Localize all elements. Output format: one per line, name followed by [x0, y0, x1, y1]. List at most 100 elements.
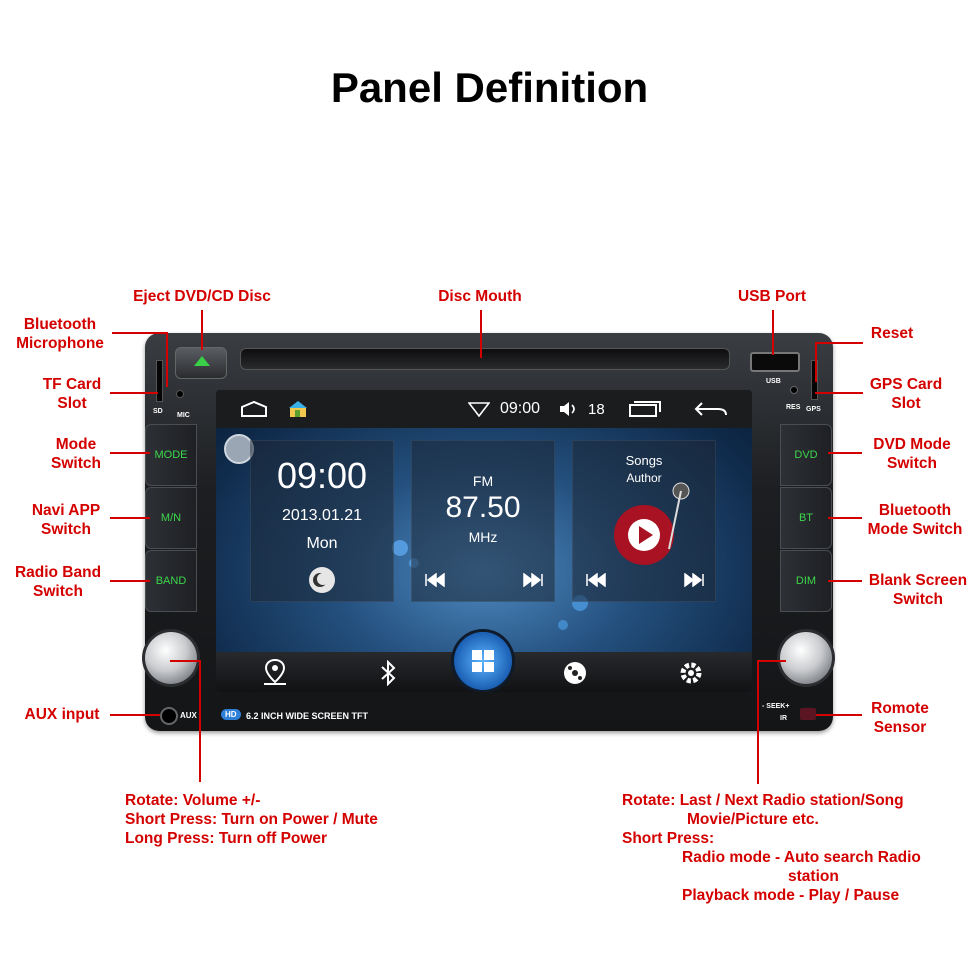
- mode-button[interactable]: MODE: [145, 424, 197, 486]
- callout-line: [170, 660, 200, 662]
- callout-line: [110, 580, 150, 582]
- callout-line: [480, 310, 482, 358]
- label-disc-mouth: Disc Mouth: [438, 288, 522, 305]
- label-mode-2: Switch: [51, 455, 101, 472]
- note-seek-short: Short Press:: [622, 830, 715, 847]
- next-icon[interactable]: [683, 573, 705, 587]
- disc-slot: [240, 348, 730, 370]
- label-aux: AUX input: [24, 706, 100, 723]
- callout-line: [112, 332, 167, 334]
- next-icon[interactable]: [522, 573, 544, 587]
- music-author: Author: [626, 471, 662, 485]
- seek-knob[interactable]: [780, 632, 832, 684]
- microphone-hole: [176, 390, 184, 398]
- ir-sensor: [800, 708, 816, 720]
- dim-button[interactable]: DIM: [780, 550, 832, 612]
- res-tag: RES: [786, 404, 801, 411]
- callout-line: [816, 714, 862, 716]
- label-eject: Eject DVD/CD Disc: [133, 288, 271, 305]
- callout-line: [815, 392, 863, 394]
- navi-button[interactable]: M/N: [145, 487, 197, 549]
- status-bar: 09:00 18: [216, 390, 752, 428]
- callout-line: [199, 660, 201, 782]
- bluetooth-icon[interactable]: [378, 660, 398, 686]
- radio-frequency: 87.50: [445, 491, 521, 524]
- note-volume-short: Short Press: Turn on Power / Mute: [125, 811, 378, 828]
- reset-hole[interactable]: [790, 386, 798, 394]
- bt-button[interactable]: BT: [780, 487, 832, 549]
- page-title: Panel Definition: [330, 64, 649, 111]
- callout-line: [110, 714, 160, 716]
- eject-button[interactable]: [175, 347, 227, 379]
- recent-apps-icon[interactable]: [628, 400, 662, 418]
- note-seek-rotate: Rotate: Last / Next Radio station/Song: [622, 792, 904, 809]
- bubble-decoration: [558, 620, 568, 630]
- prev-icon[interactable]: [424, 573, 446, 587]
- label-blank-2: Switch: [893, 591, 943, 608]
- clock-day: Mon: [306, 535, 338, 552]
- hd-badge: HD: [221, 709, 241, 720]
- prev-icon[interactable]: [585, 573, 607, 587]
- label-usb-port: USB Port: [737, 288, 807, 305]
- clock-widget[interactable]: 09:00 2013.01.21 Mon: [250, 440, 394, 602]
- back-icon[interactable]: [694, 399, 728, 419]
- label-reset: Reset: [870, 325, 914, 342]
- label-bt-mic-1: Bluetooth: [23, 316, 97, 333]
- callout-line: [828, 580, 862, 582]
- callout-line: [828, 517, 862, 519]
- callout-line: [757, 660, 759, 784]
- note-volume-rotate: Rotate: Volume +/-: [125, 792, 261, 809]
- label-bt-mic-2: Microphone: [16, 335, 104, 352]
- gps-tag: GPS: [806, 406, 821, 413]
- band-button[interactable]: BAND: [145, 550, 197, 612]
- volume-icon[interactable]: [558, 400, 578, 418]
- label-gps-1: GPS Card: [869, 376, 943, 393]
- launcher-icon[interactable]: [288, 400, 308, 418]
- note-seek-radio: Radio mode - Auto search Radio: [682, 849, 921, 866]
- volume-level: 18: [588, 401, 605, 418]
- callout-line: [758, 660, 786, 662]
- status-time: 09:00: [500, 400, 541, 417]
- ir-tag: IR: [780, 715, 787, 722]
- seek-tag: - SEEK+: [762, 703, 790, 710]
- volume-knob[interactable]: [145, 632, 197, 684]
- settings-icon[interactable]: [678, 660, 704, 686]
- music-title: Songs: [625, 453, 663, 468]
- note-seek-radio-2: station: [788, 868, 839, 885]
- label-dvd-2: Switch: [887, 455, 937, 472]
- apps-menu-button[interactable]: [454, 632, 512, 690]
- label-remote-1: Romote: [871, 700, 929, 717]
- label-gps-2: Slot: [891, 395, 921, 412]
- navigation-icon[interactable]: [262, 658, 288, 686]
- callout-line: [828, 452, 862, 454]
- dvd-player-icon[interactable]: [562, 660, 588, 686]
- callout-line: [815, 342, 817, 382]
- label-navi-1: Navi APP: [31, 502, 101, 519]
- radio-band: FM: [472, 473, 494, 489]
- model-text: 6.2 INCH WIDE SCREEN TFT: [246, 711, 369, 721]
- aux-jack: [160, 707, 178, 725]
- callout-line: [166, 332, 168, 387]
- disc-play-icon[interactable]: [599, 479, 699, 569]
- note-volume-long: Long Press: Turn off Power: [125, 830, 328, 847]
- label-btmode-1: Bluetooth: [878, 502, 952, 519]
- weather-icon: [309, 567, 335, 593]
- music-widget[interactable]: Songs Author: [572, 440, 716, 602]
- callout-line: [815, 342, 863, 344]
- callout-line: [110, 452, 150, 454]
- radio-unit: MHz: [468, 529, 498, 545]
- note-seek-rotate-2: Movie/Picture etc.: [687, 811, 819, 828]
- radio-widget[interactable]: FM 87.50 MHz: [411, 440, 555, 602]
- tf-card-slot: [156, 360, 163, 402]
- label-radio-2: Switch: [33, 583, 83, 600]
- mic-tag: MIC: [177, 412, 190, 419]
- label-btmode-2: Mode Switch: [867, 521, 963, 538]
- dvd-button[interactable]: DVD: [780, 424, 832, 486]
- gps-slot: [811, 360, 818, 400]
- home-icon[interactable]: [240, 400, 268, 418]
- label-radio-1: Radio Band: [14, 564, 102, 581]
- display-screen: 09:00 18 09:00 2013.01.21 Mon FM 87.50 M…: [216, 390, 752, 692]
- label-remote-2: Sensor: [873, 719, 927, 736]
- callout-line: [772, 310, 774, 355]
- usb-tag: USB: [766, 378, 781, 385]
